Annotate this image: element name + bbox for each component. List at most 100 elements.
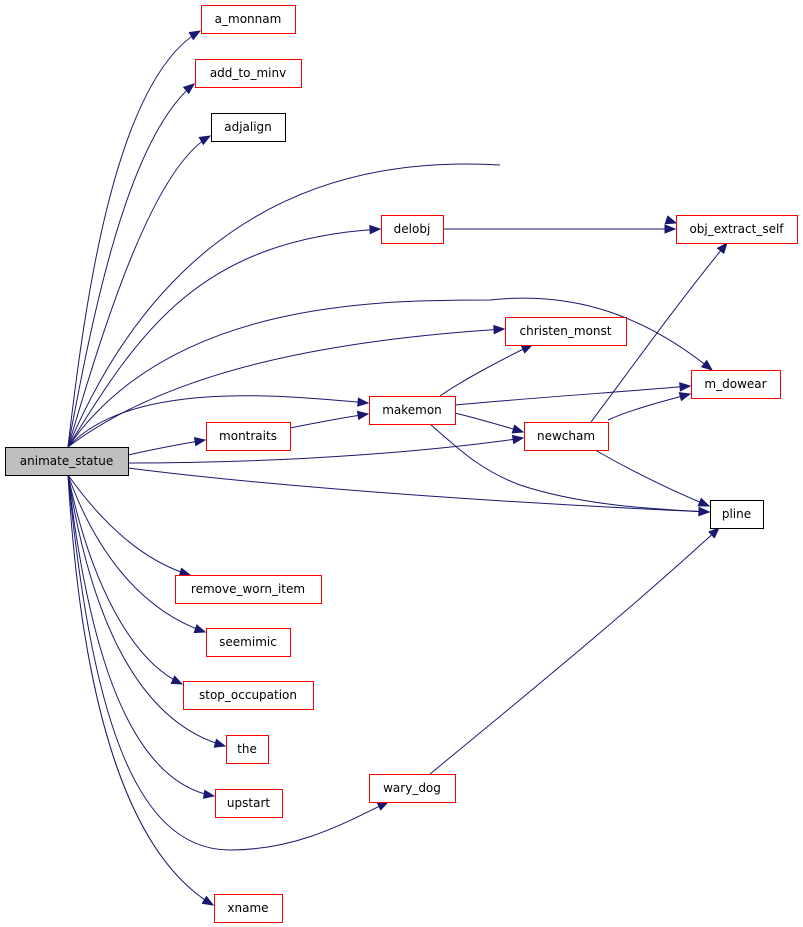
edge-newcham-to-m_dowear — [607, 392, 692, 421]
edge-line — [67, 474, 389, 851]
edge-line — [429, 423, 710, 513]
arrowhead-icon — [357, 397, 370, 407]
node-animate_statue: animate_statue — [5, 447, 129, 476]
node-box — [201, 5, 296, 34]
node-label: stop_occupation — [199, 688, 297, 702]
node-remove_worn_item[interactable]: remove_worn_item — [175, 575, 322, 604]
node-label: a_monnam — [215, 12, 282, 26]
edge-delobj-to-obj_extract_self — [442, 224, 677, 234]
arrowhead-icon — [182, 83, 196, 95]
arrowhead-icon — [193, 437, 207, 447]
node-box — [691, 370, 781, 399]
edge-line — [439, 344, 533, 397]
node-pline[interactable]: pline — [710, 500, 764, 529]
edge-line — [67, 474, 226, 747]
node-newcham[interactable]: newcham — [524, 422, 609, 451]
edge-line — [67, 474, 191, 576]
arrowhead-icon — [213, 738, 227, 748]
node-label: the — [237, 742, 257, 756]
node-the[interactable]: the — [226, 735, 269, 764]
node-xname[interactable]: xname — [214, 894, 283, 923]
node-wary_dog[interactable]: wary_dog — [369, 774, 456, 803]
edge-animate_statue-to-pline — [127, 467, 711, 517]
node-label: m_dowear — [704, 377, 766, 391]
edge-line — [67, 30, 201, 448]
node-makemon[interactable]: makemon — [369, 396, 456, 425]
node-box — [226, 735, 269, 764]
edge-line — [67, 474, 206, 633]
edge-animate_statue-to-obj_extract_self — [67, 163, 678, 448]
arrowhead-icon — [679, 382, 692, 392]
node-label: pline — [722, 507, 751, 521]
edge-line — [67, 83, 195, 448]
node-add_to_minv[interactable]: add_to_minv — [195, 59, 302, 88]
edge-animate_statue-to-adjalign — [67, 135, 212, 448]
node-box — [369, 774, 456, 803]
node-stop_occupation[interactable]: stop_occupation — [183, 681, 314, 710]
node-upstart[interactable]: upstart — [215, 789, 283, 818]
node-m_dowear[interactable]: m_dowear — [691, 370, 781, 399]
edge-animate_statue-to-christen_monst — [67, 324, 506, 448]
edge-animate_statue-to-m_dowear — [67, 297, 714, 448]
node-a_monnam[interactable]: a_monnam — [201, 5, 296, 34]
arrowhead-icon — [697, 497, 711, 507]
node-box — [175, 575, 322, 604]
edge-makemon-to-m_dowear — [454, 382, 692, 406]
node-label: xname — [227, 901, 268, 915]
nodes-layer: animate_statue a_monnam add_to_minvadjalig… — [5, 5, 798, 923]
edge-line — [594, 449, 710, 507]
arrowhead-icon — [678, 392, 692, 402]
arrowhead-icon — [520, 344, 534, 354]
arrowhead-icon — [193, 624, 207, 634]
edge-line — [127, 439, 206, 456]
node-seemimic[interactable]: seemimic — [206, 628, 291, 657]
node-label: montraits — [219, 429, 277, 443]
node-box — [214, 894, 283, 923]
arrowhead-icon — [170, 675, 184, 685]
edge-animate_statue-to-makemon — [67, 395, 370, 448]
edge-line — [127, 437, 524, 464]
node-box — [215, 789, 283, 818]
arrowhead-icon — [664, 224, 677, 234]
node-label: obj_extract_self — [689, 222, 784, 236]
node-box — [195, 59, 302, 88]
edge-newcham-to-obj_extract_self — [590, 241, 728, 423]
arrowhead-icon — [202, 789, 216, 799]
edge-animate_statue-to-stop_occupation — [67, 474, 184, 685]
edge-line — [454, 412, 524, 433]
arrowhead-icon — [376, 801, 390, 811]
node-label: delobj — [394, 222, 431, 236]
node-box — [505, 317, 627, 346]
node-obj_extract_self[interactable]: obj_extract_self — [676, 215, 798, 244]
node-christen_monst[interactable]: christen_monst — [505, 317, 627, 346]
arrowhead-icon — [700, 359, 714, 371]
node-box — [206, 422, 291, 451]
node-montraits[interactable]: montraits — [206, 422, 291, 451]
arrowhead-icon — [698, 506, 711, 517]
edge-line — [67, 163, 501, 448]
node-label: newcham — [537, 429, 595, 443]
edge-makemon-to-pline — [429, 423, 711, 517]
edge-line — [67, 474, 183, 685]
arrowhead-icon — [198, 135, 212, 146]
edge-line — [67, 474, 214, 906]
node-adjalign[interactable]: adjalign — [211, 113, 286, 142]
edges-layer — [67, 30, 728, 906]
node-box — [206, 628, 291, 657]
node-box — [676, 215, 798, 244]
node-label: adjalign — [224, 120, 272, 134]
edge-line — [67, 395, 369, 448]
edge-line — [67, 135, 211, 448]
edge-animate_statue-to-upstart — [67, 474, 216, 799]
edge-line — [289, 413, 369, 429]
edge-animate_statue-to-the — [67, 474, 227, 748]
node-box — [524, 422, 609, 451]
edge-makemon-to-christen_monst — [439, 344, 534, 397]
node-delobj[interactable]: delobj — [381, 215, 444, 244]
node-box — [369, 396, 456, 425]
arrowhead-icon — [511, 434, 525, 445]
edge-line — [67, 474, 215, 797]
edge-makemon-to-newcham — [454, 412, 525, 434]
node-box — [211, 113, 286, 142]
edge-animate_statue-to-seemimic — [67, 474, 207, 634]
